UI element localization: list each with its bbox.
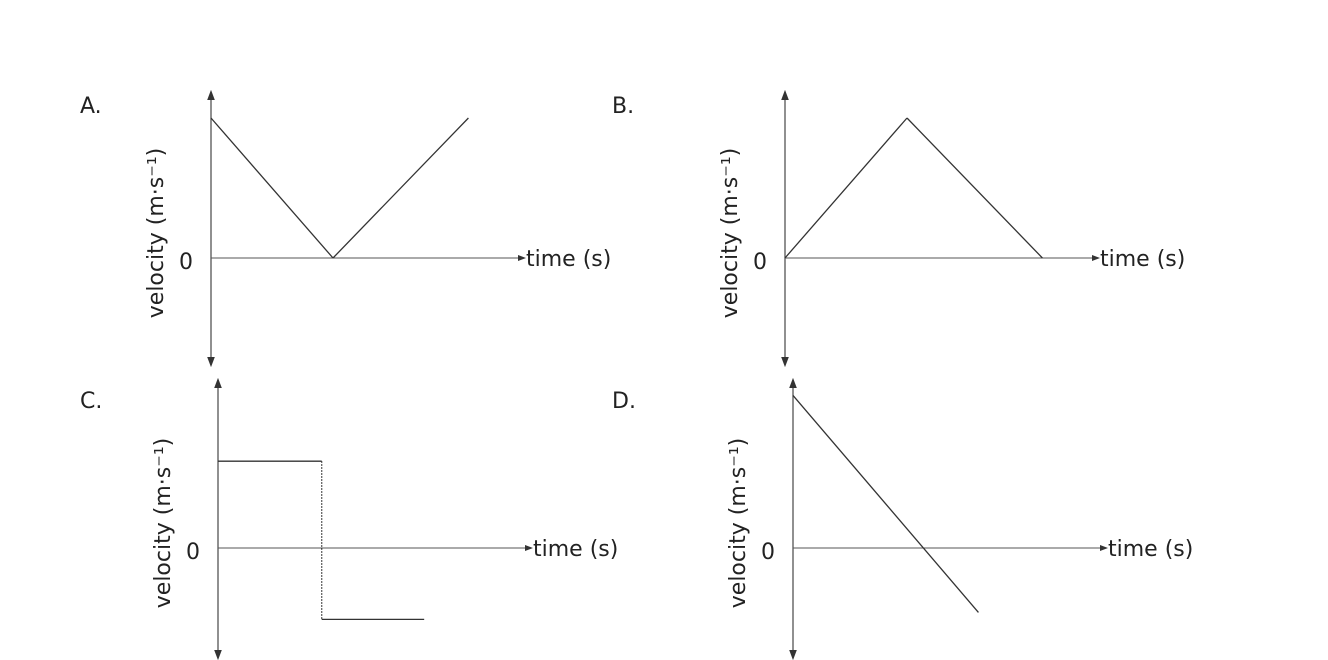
panel-label: A. [80, 94, 102, 119]
x-axis-label: time (s) [533, 537, 618, 562]
panel-label: B. [612, 94, 634, 119]
data-line-segment [792, 394, 979, 613]
panel-label: C. [80, 389, 102, 414]
x-axis-label: time (s) [526, 247, 611, 272]
y-axis-label: velocity (m·s⁻¹) [144, 148, 169, 318]
x-axis-label: time (s) [1100, 247, 1185, 272]
graph-panel-c: C. 0 time (s) velocity (m·s⁻¹) [80, 377, 618, 660]
x-axis-label: time (s) [1108, 537, 1193, 562]
data-line-segment [784, 117, 908, 259]
origin-label: 0 [753, 250, 767, 275]
data-line-segment [332, 117, 469, 259]
graph-panel-b: B. 0 time (s) velocity (m·s⁻¹) [612, 89, 1185, 368]
origin-label: 0 [179, 250, 193, 275]
panel-label: D. [612, 389, 636, 414]
data-line-segment [906, 117, 1043, 259]
graph-panel-a: A. 0 time (s) velocity (m·s⁻¹) [80, 89, 611, 368]
y-axis-label: velocity (m·s⁻¹) [151, 438, 176, 608]
origin-label: 0 [186, 540, 200, 565]
y-axis-label: velocity (m·s⁻¹) [726, 438, 751, 608]
data-line-segment [210, 117, 334, 259]
origin-label: 0 [761, 540, 775, 565]
graph-panel-d: D. 0 time (s) velocity (m·s⁻¹) [612, 377, 1193, 660]
y-axis-label: velocity (m·s⁻¹) [718, 148, 743, 318]
